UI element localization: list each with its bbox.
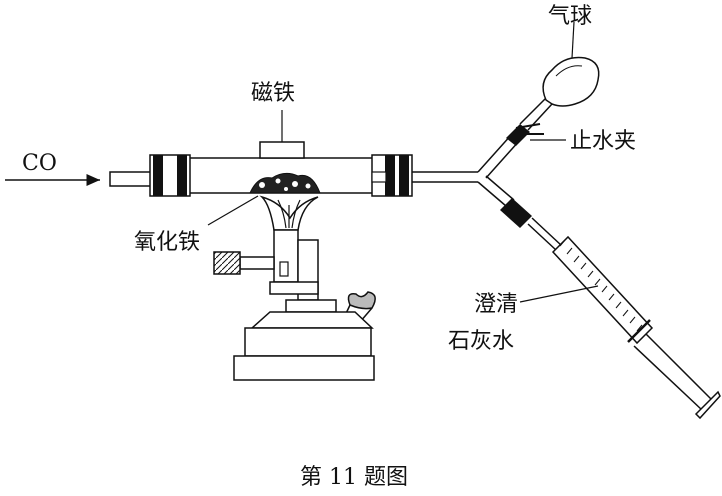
limewater-label-line2: 石灰水 <box>448 329 514 354</box>
right-stopper <box>371 154 413 197</box>
left-stopper <box>149 154 191 197</box>
water-stop-clamp <box>506 123 566 146</box>
balloon-label: 气球 <box>548 4 592 29</box>
lower-rubber-connector <box>500 198 532 228</box>
balloon-stem <box>519 97 553 131</box>
iron-oxide-leader <box>207 195 259 226</box>
y-branch-lower <box>477 175 515 207</box>
limewater-label-line1: 澄清 <box>474 292 518 317</box>
inlet-tube <box>109 171 155 187</box>
figure-caption: 第 11 题图 <box>300 465 408 490</box>
alcohol-burner <box>213 229 376 381</box>
outlet-tube <box>412 171 478 183</box>
syringe-tube <box>527 217 563 251</box>
flame <box>259 195 319 231</box>
limewater-leader <box>519 285 599 303</box>
magnet-label: 磁铁 <box>251 81 295 106</box>
syringe <box>551 235 721 420</box>
balloon <box>542 21 600 107</box>
magnet <box>259 110 305 159</box>
co-label: CO <box>22 151 57 176</box>
iron-oxide-label: 氧化铁 <box>134 230 200 255</box>
clamp-label: 止水夹 <box>570 129 636 154</box>
iron-oxide-powder <box>249 172 321 194</box>
y-branch-upper <box>477 133 521 179</box>
